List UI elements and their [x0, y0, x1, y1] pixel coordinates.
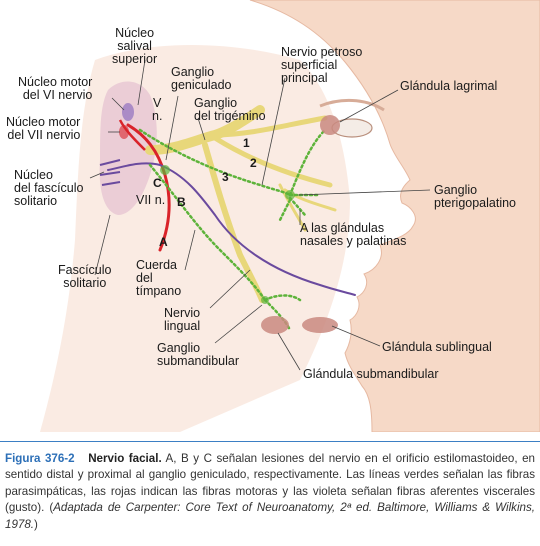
trigeminal-branch-2: [212, 135, 333, 188]
submandibular-gland: [261, 316, 289, 334]
marker-c: C: [153, 176, 162, 190]
submandibular-ganglion: [261, 296, 269, 304]
branch-1: 1: [243, 136, 250, 150]
lacrimal-gland: [320, 115, 340, 135]
geniculate-ganglion: [160, 165, 170, 175]
brainstem: [99, 81, 157, 215]
label-sublingual-gland: Glándula sublingual: [382, 340, 492, 354]
sublingual-gland: [302, 317, 338, 333]
marker-a: A: [159, 235, 168, 249]
head-profile: [249, 0, 540, 432]
facial-nerve-diagram: [40, 0, 540, 432]
pterygopalatine-ganglion: [285, 190, 295, 200]
branch-2: 2: [250, 156, 257, 170]
label-submandibular-gland: Glándula submandibular: [303, 367, 439, 381]
caption-source: Adaptada de Carpenter: Core Text of Neur…: [5, 501, 535, 531]
leader-lines: [89, 59, 431, 371]
nucleus-vi: [122, 103, 134, 121]
branch-3: 3: [222, 170, 229, 184]
figure-caption: Figura 376-2 Nervio facial. A, B y C señ…: [5, 451, 535, 533]
figure-title: Nervio facial.: [88, 452, 162, 465]
parasympathetic-petrosal: [138, 128, 292, 197]
caption-end: ): [34, 517, 38, 531]
label-lacrimal-gland: Glándula lagrimal: [400, 79, 498, 93]
parasympathetic-chorda: [148, 163, 267, 302]
afferent-fibers: [107, 162, 356, 296]
solitary-nucleus: [99, 159, 121, 186]
trigeminal-branch-1: [212, 115, 328, 138]
caption-body: A, B y C señalan lesiones del nervio en …: [5, 452, 535, 515]
nucleus-vii: [119, 125, 129, 139]
parasympathetic-lacrimal: [288, 128, 327, 197]
figure-number: Figura 376-2: [5, 452, 75, 465]
motor-nucleus-vii: [118, 119, 146, 151]
eyebrow: [319, 98, 385, 112]
marker-b: B: [177, 195, 186, 209]
caption-rule: [0, 441, 540, 442]
label-vii-nerve: VII n.: [136, 193, 166, 207]
